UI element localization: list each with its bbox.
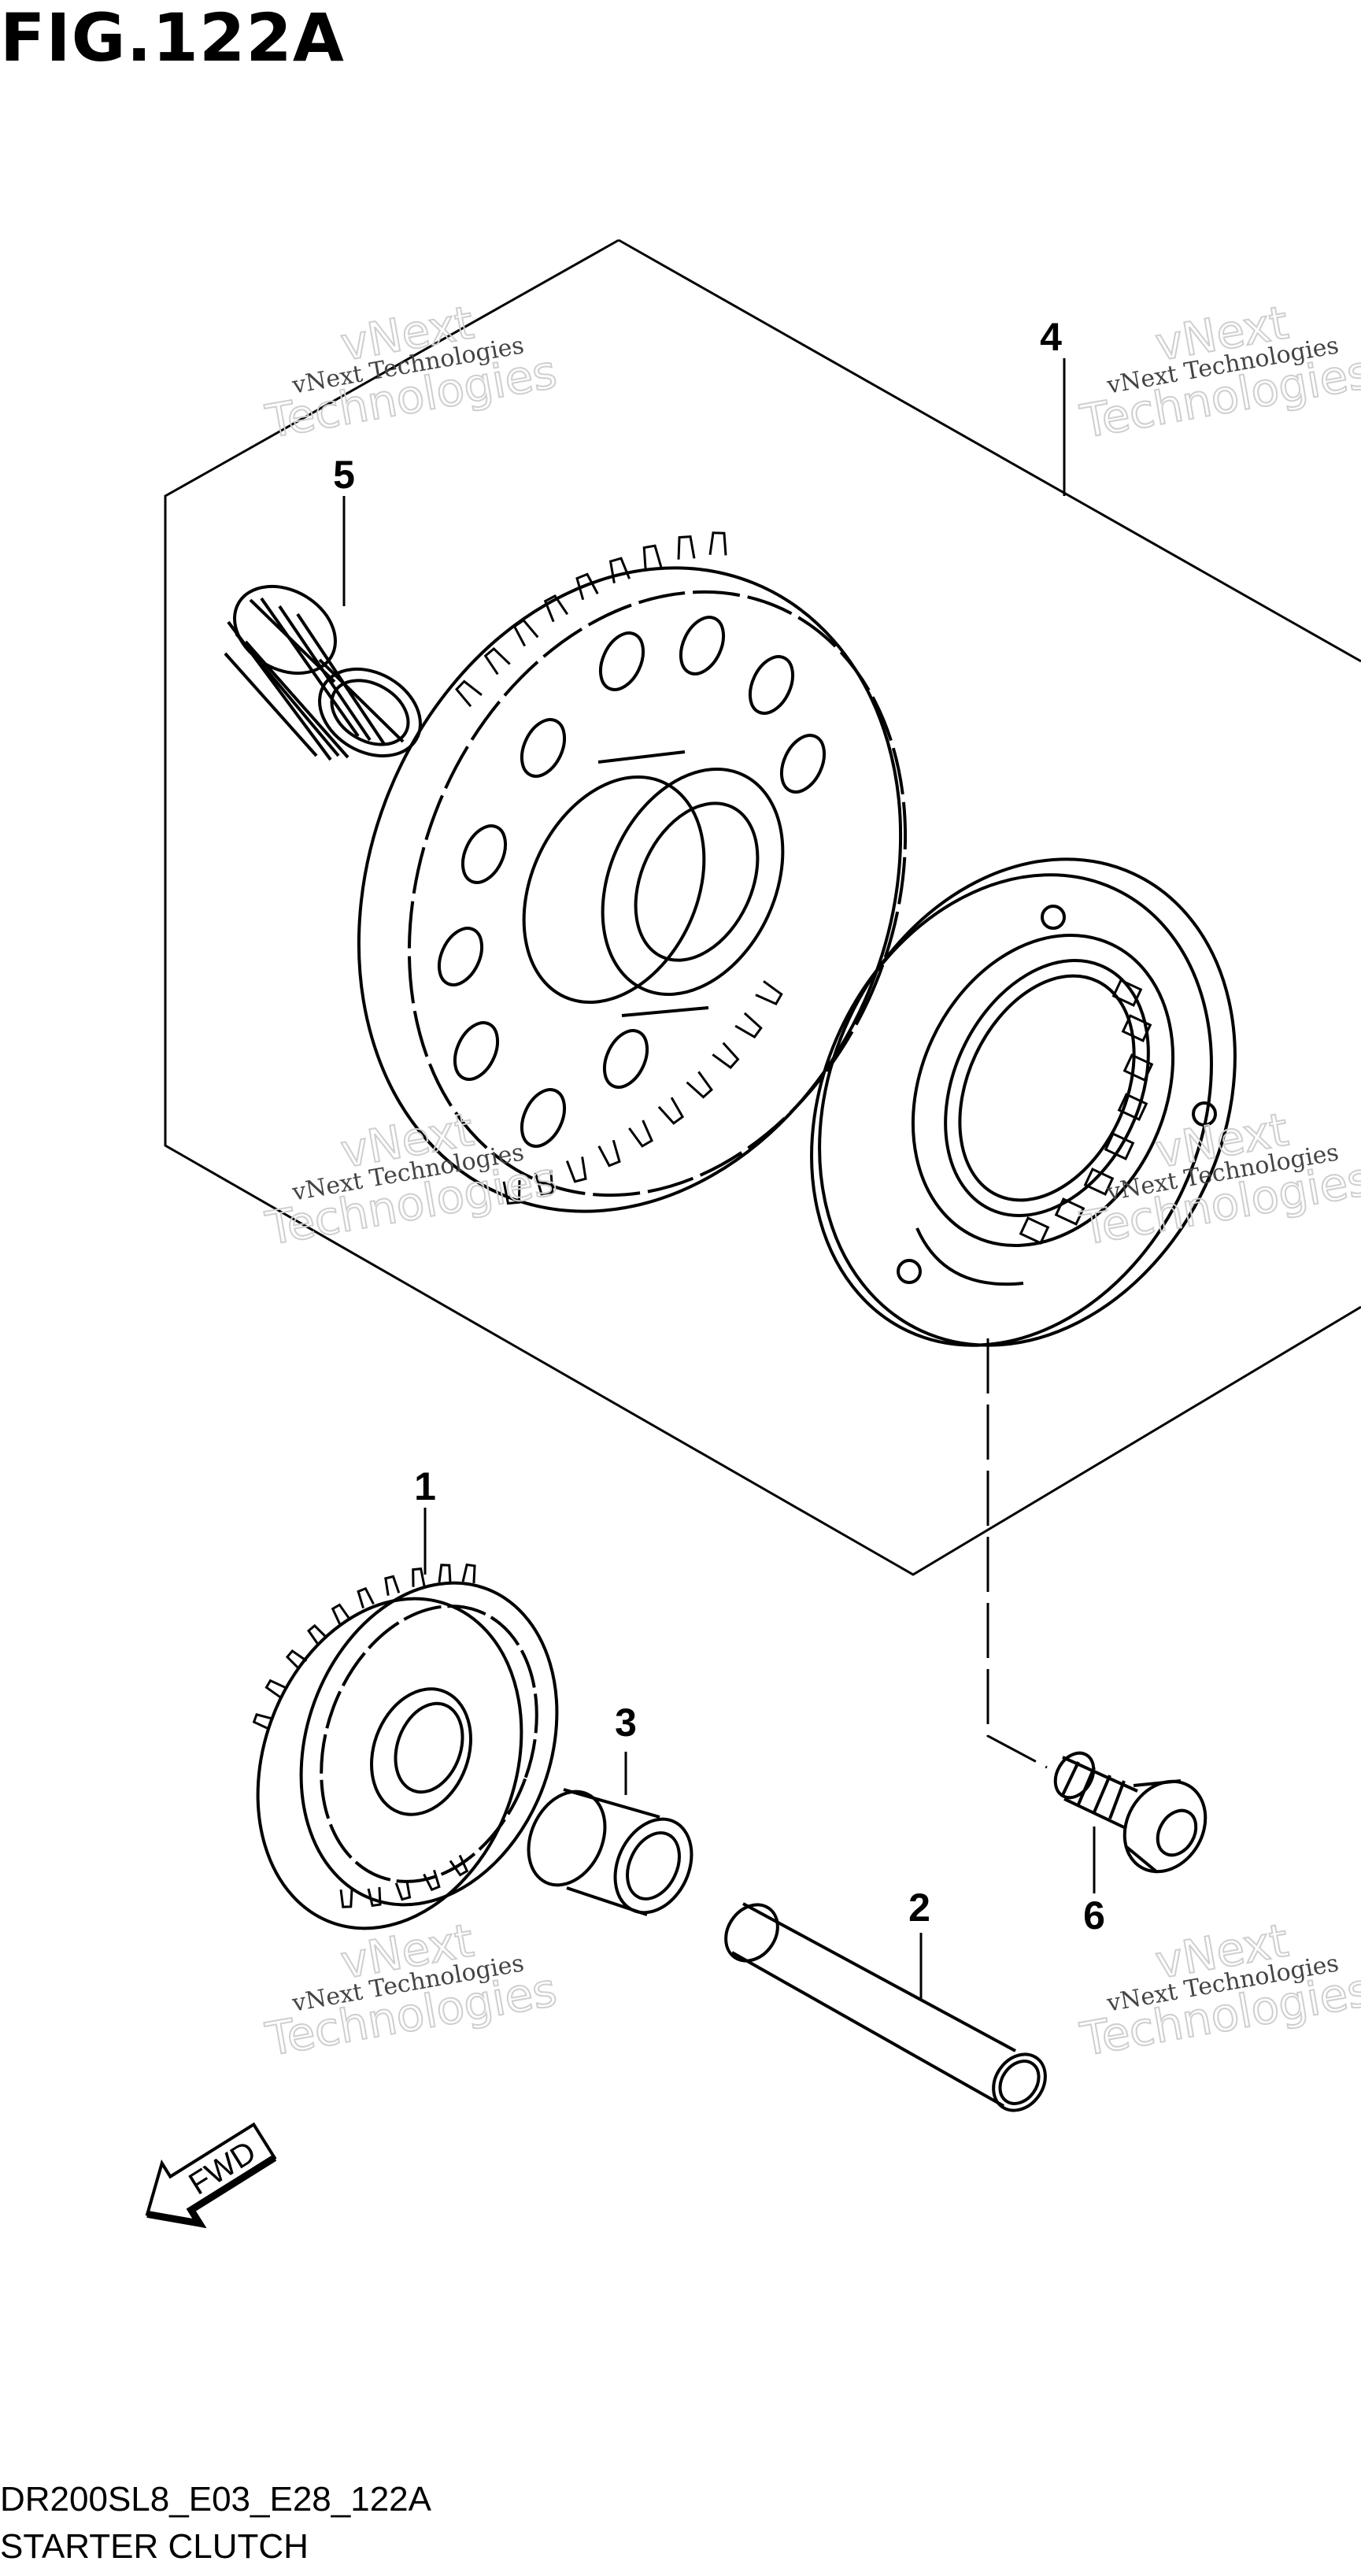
watermark-1: vNext Technologies vNext Technologies (261, 294, 561, 449)
callout-3: 3 (615, 1701, 637, 1745)
watermark-3: vNext Technologies vNext Technologies (261, 1101, 561, 1256)
figure-title: FIG.122A (0, 0, 345, 76)
assembly-outline (164, 239, 1361, 1576)
starter-driven-gear (357, 486, 908, 1213)
callout-6: 6 (1083, 1893, 1105, 1938)
figure-name: STARTER CLUTCH (0, 2527, 309, 2566)
one-way-clutch (810, 857, 1237, 1347)
watermark-4: vNext Technologies vNext Technologies (1075, 1101, 1361, 1256)
watermark-2: vNext Technologies vNext Technologies (1075, 294, 1361, 449)
bushing (527, 1788, 693, 1916)
callout-1: 1 (414, 1464, 436, 1508)
bolt (1053, 1751, 1208, 1874)
needle-bearing (224, 584, 422, 761)
idle-gear (251, 1563, 559, 1930)
figure-code: DR200SL8_E03_E28_122A (0, 2480, 432, 2519)
callout-4: 4 (1040, 315, 1062, 359)
watermark-6: vNext Technologies vNext Technologies (1075, 1912, 1361, 2067)
shaft (724, 1902, 1047, 2112)
callout-5: 5 (333, 453, 355, 497)
callout-2: 2 (908, 1886, 930, 1930)
fwd-arrow: FWD (145, 2122, 277, 2229)
watermark-5: vNext Technologies vNext Technologies (261, 1912, 561, 2067)
